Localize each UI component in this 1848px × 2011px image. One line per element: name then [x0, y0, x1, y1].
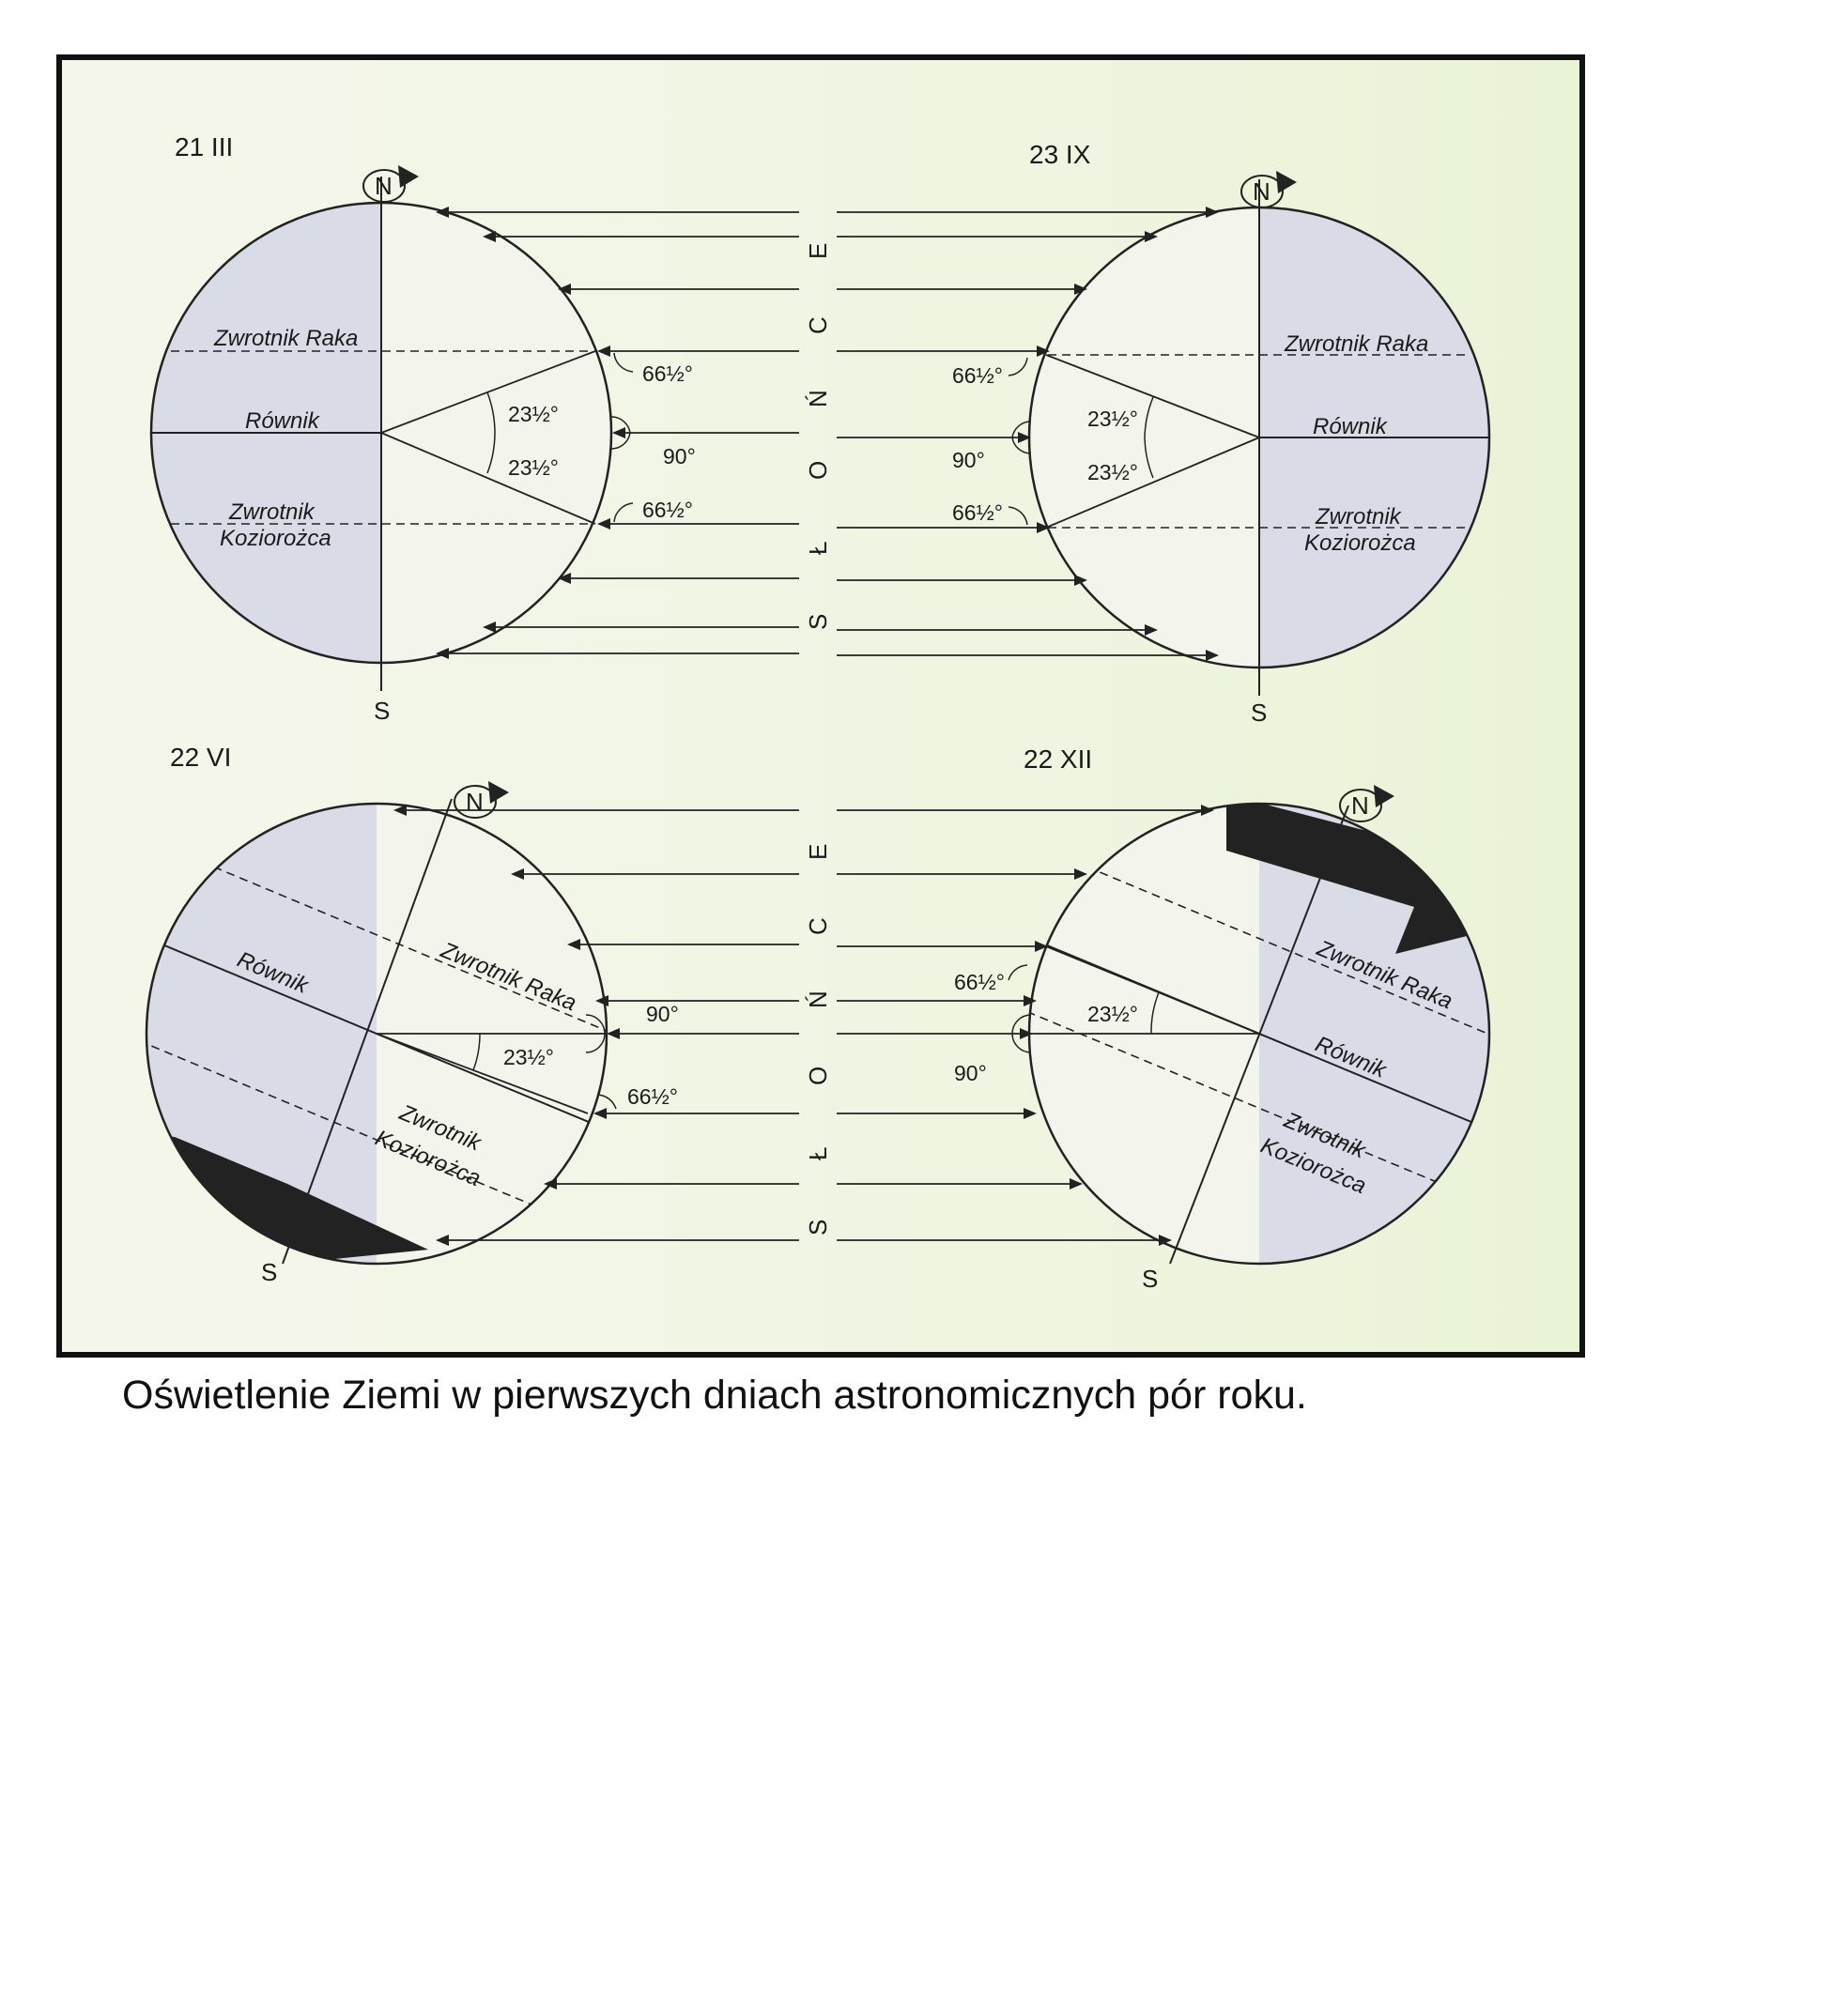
sun-letter: E: [804, 243, 832, 259]
angle-label: 23½°: [1087, 407, 1138, 431]
ray-radius: [1045, 437, 1260, 529]
date-label: 22 VI: [170, 743, 231, 772]
sun-letter: C: [804, 917, 832, 935]
north-pole-ring: [1339, 789, 1382, 822]
angle-arc: [1150, 991, 1160, 1035]
angle-label: 66½°: [954, 970, 1005, 994]
angle-arc: [472, 1033, 481, 1071]
ray-radius: [1045, 354, 1260, 438]
date-label: 21 III: [175, 132, 233, 161]
sun-letter: O: [804, 461, 832, 480]
south-label: S: [1251, 698, 1267, 727]
angle-arc: [596, 1094, 617, 1110]
tropic-capricorn-label: Zwrotnik: [228, 499, 316, 525]
north-label: N: [1253, 177, 1270, 206]
angle-label: 66½°: [627, 1084, 678, 1109]
figure-frame: 21 III N S Zwrotnik Raka Równik Zwrotnik…: [56, 54, 1585, 1358]
ray-radius: [1045, 945, 1260, 1035]
north-pole-ring: [362, 169, 406, 203]
sun-letter: Ł: [804, 542, 832, 555]
sun-letter: S: [804, 1220, 832, 1236]
tropic-capricorn-line: [146, 1023, 589, 1229]
angle-arc: [1008, 964, 1028, 981]
tropic-cancer-line: [1047, 850, 1489, 1043]
panel-23-ix: 23 IX N S Zwrotnik Raka Równik Zwrotnik …: [952, 140, 1491, 727]
panel-21-iii: 21 III N S Zwrotnik Raka Równik Zwrotnik…: [149, 132, 696, 725]
angle-label: 66½°: [642, 361, 693, 386]
panel-22-xii: 22 XII N S Zwrotnik Raka Równik Zwrotnik…: [954, 745, 1491, 1293]
panel-22-vi: 22 VI N S Zwrotnik Raka Równik Zwrotnik …: [145, 743, 679, 1286]
angle-label: 23½°: [503, 1045, 554, 1069]
angle-arc: [1008, 506, 1028, 526]
angle-arc: [1144, 396, 1154, 479]
sun-rays-top: [436, 207, 1219, 661]
angle-arc: [1008, 357, 1028, 376]
angle-label: 90°: [954, 1061, 987, 1085]
south-label: S: [374, 697, 390, 725]
angle-label: 66½°: [952, 363, 1003, 388]
earth-axis: [282, 798, 453, 1265]
south-label: S: [261, 1258, 277, 1286]
sun-label-bottom: S Ł O Ń C E: [804, 844, 832, 1236]
tropic-capricorn-label-2: Koziorożca: [1304, 530, 1416, 556]
date-label: 23 IX: [1029, 140, 1091, 169]
sun-letter: O: [804, 1067, 832, 1085]
ray-radius: [376, 1033, 589, 1114]
north-pole-ring: [454, 785, 497, 819]
sun-letter: Ń: [804, 990, 832, 1008]
angle-arc: [613, 352, 634, 373]
angle-arc: [486, 391, 496, 474]
tropic-cancer-label: Zwrotnik Raka: [1284, 331, 1428, 357]
sun-letter: Ł: [804, 1147, 832, 1160]
angle-label: 23½°: [1087, 460, 1138, 484]
sun-letter: C: [804, 316, 832, 334]
sun-letter: E: [804, 844, 832, 860]
angle-label: 90°: [646, 1002, 679, 1026]
tropic-cancer-line: [174, 850, 607, 1055]
north-label: N: [375, 172, 393, 200]
tropic-cancer-label: Zwrotnik Raka: [213, 326, 358, 351]
angle-arc: [613, 502, 634, 523]
sun-letter: S: [804, 614, 832, 630]
seasons-diagram: 21 III N S Zwrotnik Raka Równik Zwrotnik…: [145, 132, 1491, 1293]
rotation-arrow-icon: [1374, 785, 1394, 807]
rotation-arrow-icon: [398, 165, 419, 188]
tropic-capricorn-label: Zwrotnik: [1315, 504, 1403, 530]
sun-rays-bottom: [393, 805, 1214, 1246]
north-pole-ring: [1240, 175, 1284, 208]
equator-label: Równik: [245, 408, 321, 434]
angle-arc: [585, 1014, 606, 1053]
tropic-capricorn-label-2: Koziorożca: [220, 526, 331, 551]
sun-label-top: S Ł O Ń C E: [804, 243, 832, 630]
angle-label: 23½°: [508, 455, 559, 480]
north-label: N: [1351, 791, 1369, 820]
equator-label: Równik: [1313, 414, 1389, 439]
angle-label: 66½°: [642, 498, 693, 522]
angle-label: 23½°: [508, 402, 559, 426]
ray-radius: [380, 350, 596, 434]
earth-axis: [1169, 805, 1349, 1265]
south-label: S: [1142, 1265, 1158, 1293]
north-label: N: [466, 788, 484, 816]
rotation-arrow-icon: [488, 781, 509, 804]
rotation-arrow-icon: [1276, 171, 1297, 193]
sun-letter: Ń: [804, 390, 832, 407]
angle-label: 23½°: [1087, 1002, 1138, 1026]
angle-label: 66½°: [952, 500, 1003, 525]
angle-label: 90°: [952, 448, 985, 472]
date-label: 22 XII: [1024, 745, 1092, 774]
ray-radius: [380, 432, 596, 525]
figure-caption: Oświetlenie Ziemi w pierwszych dniach as…: [122, 1373, 1307, 1418]
angle-label: 90°: [663, 444, 696, 468]
polar-night-area: [1226, 804, 1471, 954]
